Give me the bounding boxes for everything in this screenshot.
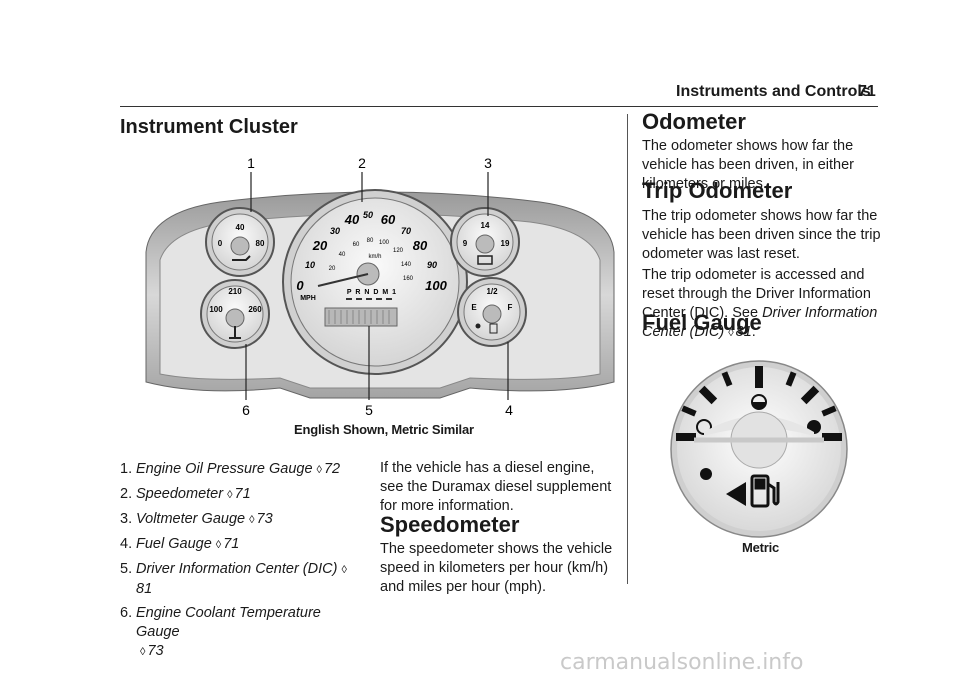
kmh-mark-60: 60 — [353, 242, 360, 248]
unit-mph: MPH — [300, 295, 316, 302]
heading-instrument-cluster: Instrument Cluster — [120, 116, 298, 138]
mph-mark-30: 30 — [330, 226, 340, 236]
fuel-pump-icon — [750, 474, 780, 508]
oil-mark-80: 80 — [256, 239, 265, 248]
mph-mark-100: 100 — [425, 278, 447, 293]
page-ref: 81 — [735, 324, 752, 340]
dic-link[interactable]: Driver Information Center (DIC) — [642, 305, 878, 340]
kmh-mark-100: 100 — [379, 240, 390, 246]
kmh-mark-40: 40 — [339, 252, 346, 258]
list-item: 4.Fuel Gauge◊71 — [120, 536, 240, 552]
coolant-mark-210: 210 — [228, 287, 242, 296]
header-rule — [120, 106, 878, 107]
cluster-caption: English Shown, Metric Similar — [294, 422, 474, 437]
speedometer-needle — [317, 273, 369, 287]
battery-icon — [477, 255, 493, 265]
callout-5: 5 — [365, 402, 373, 418]
page-ref: 71 — [223, 536, 240, 552]
mph-mark-90: 90 — [427, 260, 437, 270]
callout-3: 3 — [484, 155, 492, 171]
mph-mark-70: 70 — [401, 226, 411, 236]
mph-mark-50: 50 — [363, 210, 373, 220]
diesel-note: If the vehicle has a diesel engine, see … — [380, 460, 612, 514]
mph-mark-10: 10 — [305, 260, 315, 270]
oil-mark-40: 40 — [236, 223, 245, 232]
fuel-ticks — [676, 366, 842, 441]
fuel-gauge-caption: Metric — [742, 540, 780, 555]
running-header-section: Instruments and Controls — [676, 83, 871, 100]
kmh-mark-160: 160 — [403, 276, 414, 282]
half-tank-icon — [751, 394, 767, 410]
fuel-mark-half: 1/2 — [486, 287, 498, 296]
column-divider — [627, 114, 628, 584]
mph-mark-60: 60 — [381, 212, 396, 227]
callout-leaders — [245, 172, 509, 400]
fuel-gauge-figure — [670, 360, 848, 538]
mph-mark-80: 80 — [413, 238, 428, 253]
heading-odometer: Odometer — [642, 109, 746, 134]
callout-6: 6 — [242, 402, 250, 418]
heading-fuel-gauge: Fuel Gauge — [642, 310, 762, 335]
coolant-temp-gauge: 210 100 260 — [200, 279, 270, 349]
page-ref: 73 — [256, 511, 273, 527]
kmh-mark-140: 140 — [401, 262, 412, 268]
list-item: 6.Engine Coolant Temperature Gauge◊73 — [120, 605, 321, 659]
callout-4: 4 — [505, 402, 513, 418]
fuel-pump-icon — [489, 323, 498, 334]
list-item: 5.Driver Information Center (DIC)◊81 — [120, 561, 347, 597]
low-fuel-dot — [700, 468, 712, 480]
kmh-mark-120: 120 — [393, 248, 404, 254]
watermark: carmanualsonline.info — [560, 650, 804, 675]
speedometer-text: The speedometer shows the vehicle speed … — [380, 541, 613, 595]
volt-mark-9: 9 — [463, 239, 468, 248]
coolant-mark-100: 100 — [209, 305, 223, 314]
voltmeter-gauge: 14 9 19 — [450, 207, 520, 277]
fuel-mark-e: E — [471, 303, 477, 312]
mph-mark-20: 20 — [312, 238, 328, 253]
odometer-text: The odometer shows how far the vehicle h… — [642, 138, 854, 192]
oil-mark-0: 0 — [218, 239, 223, 248]
mph-mark-0: 0 — [296, 278, 304, 293]
heading-trip-odometer: Trip Odometer — [642, 178, 793, 203]
oil-can-icon — [232, 255, 251, 261]
fuel-gauge-small: 1/2 E F — [457, 277, 527, 347]
list-item: 2.Speedometer◊71 — [120, 486, 251, 502]
list-item: 1.Engine Oil Pressure Gauge◊72 — [120, 461, 341, 477]
unit-kmh: km/h — [368, 254, 381, 260]
fuel-door-arrow-icon — [726, 482, 746, 506]
oil-pressure-gauge: 40 0 80 — [205, 207, 275, 277]
list-item: 3.Voltmeter Gauge◊73 — [120, 511, 273, 527]
fuel-mark-f: F — [508, 303, 513, 312]
page-ref: 71 — [234, 486, 251, 502]
page-ref: 81 — [136, 581, 153, 597]
instrument-cluster-figure: 40 0 80 210 100 260 0 10 20 30 40 50 60 … — [145, 155, 615, 418]
coolant-mark-260: 260 — [248, 305, 262, 314]
thermometer-icon — [229, 326, 241, 339]
page-number: 71 — [858, 83, 876, 100]
speedometer-gauge: 0 10 20 30 40 50 60 70 80 90 100 20 40 6… — [282, 189, 468, 375]
trip-odometer-text: The trip odometer shows how far the vehi… — [642, 208, 881, 262]
prndl-indicator: P R N D M 1 — [347, 289, 397, 296]
volt-mark-14: 14 — [481, 221, 490, 230]
dic-display — [324, 307, 398, 327]
cluster-legend-list: 1.Engine Oil Pressure Gauge◊72 2.Speedom… — [120, 460, 350, 667]
kmh-mark-80: 80 — [367, 238, 374, 244]
dic-pixels — [328, 310, 390, 324]
callout-1: 1 — [247, 155, 255, 171]
prndl-dashes — [346, 298, 392, 300]
page-ref: 72 — [323, 461, 341, 477]
kmh-mark-20: 20 — [329, 266, 336, 272]
trip-odometer-reset-text: The trip odometer is accessed and reset … — [642, 267, 878, 340]
mph-mark-40: 40 — [344, 212, 360, 227]
heading-speedometer: Speedometer — [380, 512, 520, 537]
volt-mark-19: 19 — [501, 239, 510, 248]
page-ref: 73 — [147, 643, 164, 659]
callout-2: 2 — [358, 155, 366, 171]
